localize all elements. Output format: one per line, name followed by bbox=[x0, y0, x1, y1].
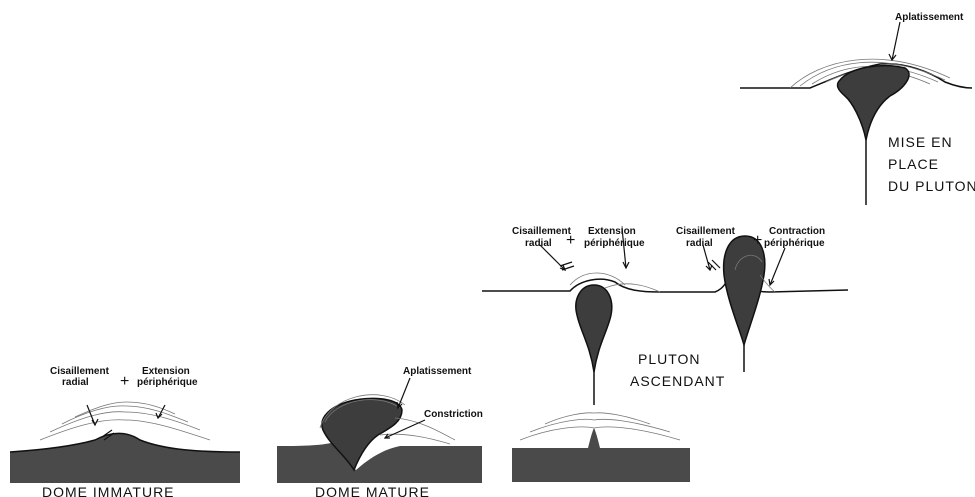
mise-title-1: MISE EN bbox=[888, 134, 953, 150]
asc-left-plus-sign: + bbox=[566, 232, 575, 249]
asc-left-peripherique-label: périphérique bbox=[584, 238, 645, 249]
ascendant-surface bbox=[482, 270, 848, 292]
dome-mature-panel: Aplatissement Constriction DOME MATURE bbox=[277, 366, 483, 497]
asc-left-extension-label: Extension bbox=[588, 226, 636, 237]
asc-right-cisaillement-label: Cisaillement bbox=[676, 226, 736, 237]
asc-left-radial-label: radial bbox=[525, 238, 552, 249]
immature-radial-label: radial bbox=[62, 377, 89, 388]
diapir-seed-panel bbox=[512, 413, 690, 482]
mature-constriction-label: Constriction bbox=[424, 409, 483, 420]
immature-peripherique-label: périphérique bbox=[137, 377, 198, 388]
mise-arrows bbox=[889, 22, 900, 60]
asc-right-contraction-label: Contraction bbox=[769, 226, 825, 237]
asc-right-plus-sign: + bbox=[753, 232, 762, 249]
asc-right-radial-label: radial bbox=[686, 238, 713, 249]
seed-ground bbox=[512, 428, 690, 482]
immature-extension-label: Extension bbox=[142, 366, 190, 377]
mature-aplatissement-label: Aplatissement bbox=[403, 366, 472, 377]
asc-right-peripherique-label: périphérique bbox=[764, 238, 825, 249]
pluton-ascendant-title-2: ASCENDANT bbox=[630, 373, 725, 389]
caption-dome-immature: DOME IMMATURE bbox=[42, 484, 175, 497]
dome-immature-panel: Cisaillement radial + Extension périphér… bbox=[10, 366, 240, 497]
pluton-ascendant-title-1: PLUTON bbox=[638, 351, 701, 367]
mise-aplatissement-label: Aplatissement bbox=[895, 12, 964, 23]
ascendant-left-pluton bbox=[576, 285, 612, 372]
ascendant-right-pluton bbox=[724, 236, 765, 345]
immature-plus-sign: + bbox=[120, 373, 129, 390]
asc-left-cisaillement-label: Cisaillement bbox=[512, 226, 572, 237]
immature-cisaillement-label: Cisaillement bbox=[50, 366, 110, 377]
pluton-ascendant-panel: Cisaillement radial + Extension périphér… bbox=[482, 226, 848, 405]
mise-title-3: DU PLUTON bbox=[888, 178, 975, 194]
mature-ground bbox=[277, 442, 482, 483]
seed-strain-lines bbox=[520, 413, 680, 440]
mise-title-2: PLACE bbox=[888, 156, 939, 172]
caption-dome-mature: DOME MATURE bbox=[315, 484, 430, 497]
mise-en-place-panel: Aplatissement MISE EN PLACE DU PLUTON bbox=[740, 12, 975, 205]
immature-ground bbox=[10, 433, 240, 483]
mise-pluton-body bbox=[838, 66, 910, 140]
